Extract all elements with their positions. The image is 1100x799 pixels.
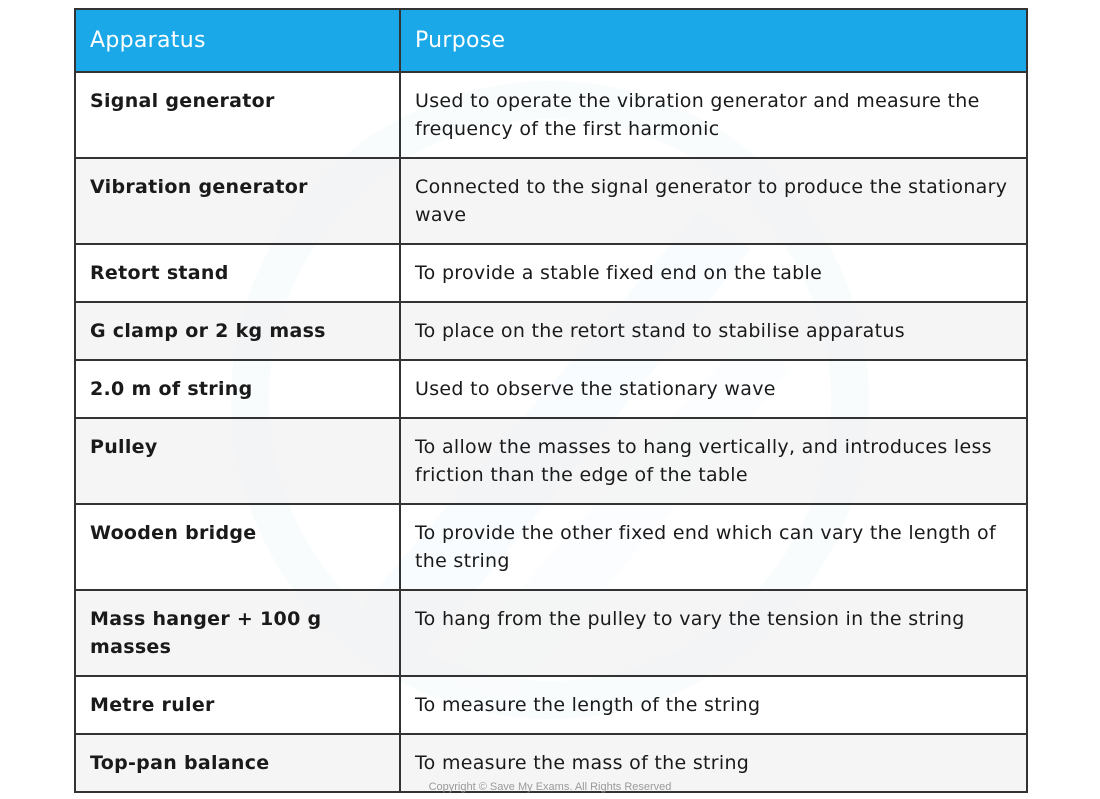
table-row: Wooden bridge To provide the other fixed…: [74, 503, 1028, 591]
table-row: 2.0 m of string Used to observe the stat…: [74, 359, 1028, 419]
purpose-cell: Connected to the signal generator to pro…: [399, 157, 1028, 245]
purpose-cell: Used to observe the stationary wave: [399, 359, 1028, 419]
purpose-cell: To measure the mass of the string: [399, 733, 1028, 793]
apparatus-cell: Metre ruler: [74, 675, 401, 735]
table-row: Pulley To allow the masses to hang verti…: [74, 417, 1028, 505]
table-header-row: Apparatus Purpose: [74, 8, 1028, 73]
copyright-notice: Copyright © Save My Exams. All Rights Re…: [428, 781, 672, 793]
purpose-cell: Used to operate the vibration generator …: [399, 71, 1028, 159]
apparatus-cell: Mass hanger + 100 g masses: [74, 589, 401, 677]
apparatus-cell: Wooden bridge: [74, 503, 401, 591]
apparatus-table: Apparatus Purpose Signal generator Used …: [74, 8, 1028, 793]
apparatus-cell: Top-pan balance: [74, 733, 401, 793]
header-purpose: Purpose: [399, 8, 1028, 73]
table-row: Metre ruler To measure the length of the…: [74, 675, 1028, 735]
table-row: Retort stand To provide a stable fixed e…: [74, 243, 1028, 303]
purpose-cell: To measure the length of the string: [399, 675, 1028, 735]
apparatus-cell: Vibration generator: [74, 157, 401, 245]
purpose-cell: To hang from the pulley to vary the tens…: [399, 589, 1028, 677]
apparatus-cell: G clamp or 2 kg mass: [74, 301, 401, 361]
purpose-cell: To provide a stable fixed end on the tab…: [399, 243, 1028, 303]
table-row: Top-pan balance To measure the mass of t…: [74, 733, 1028, 793]
header-apparatus: Apparatus: [74, 8, 401, 73]
purpose-cell: To provide the other fixed end which can…: [399, 503, 1028, 591]
table-row: Mass hanger + 100 g masses To hang from …: [74, 589, 1028, 677]
apparatus-cell: 2.0 m of string: [74, 359, 401, 419]
apparatus-cell: Pulley: [74, 417, 401, 505]
apparatus-cell: Retort stand: [74, 243, 401, 303]
purpose-cell: To place on the retort stand to stabilis…: [399, 301, 1028, 361]
table-row: Signal generator Used to operate the vib…: [74, 71, 1028, 159]
table-row: G clamp or 2 kg mass To place on the ret…: [74, 301, 1028, 361]
purpose-cell: To allow the masses to hang vertically, …: [399, 417, 1028, 505]
apparatus-cell: Signal generator: [74, 71, 401, 159]
table-row: Vibration generator Connected to the sig…: [74, 157, 1028, 245]
